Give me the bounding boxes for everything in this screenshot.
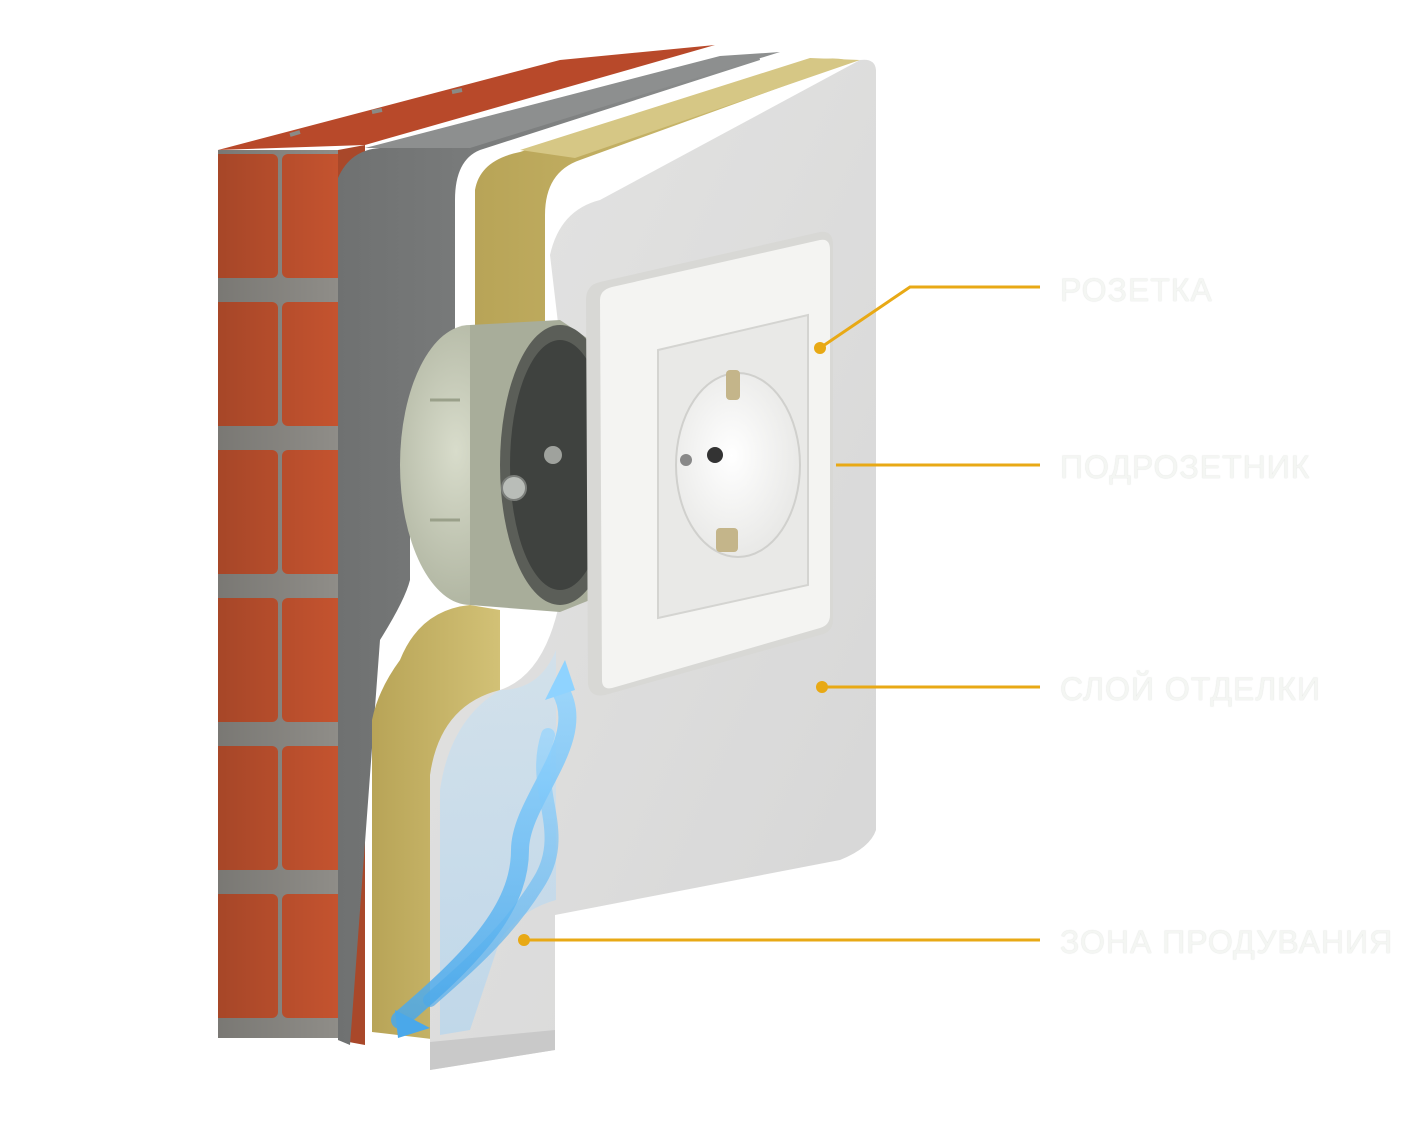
callout-finish-label: СЛОЙ ОТДЕЛКИ: [1060, 671, 1321, 707]
electrical-socket-icon: [586, 231, 833, 696]
airflow-cavity: [440, 650, 556, 1035]
callout-socket-label: РОЗЕТКА: [1060, 272, 1213, 308]
airflow-arrow-icon: [391, 660, 577, 1038]
leader-socket: [814, 285, 1040, 354]
leader-finish: [816, 681, 1040, 693]
render-layer: [338, 52, 780, 1045]
brick-top-face: [218, 45, 715, 150]
leader-zone: [518, 934, 1040, 946]
callout-box-label: ПОДРОЗЕТНИК: [1060, 449, 1311, 485]
callout-zone-label: ЗОНА ПРОДУВАНИЯ: [1060, 924, 1394, 960]
callout-lines: [518, 285, 1040, 946]
